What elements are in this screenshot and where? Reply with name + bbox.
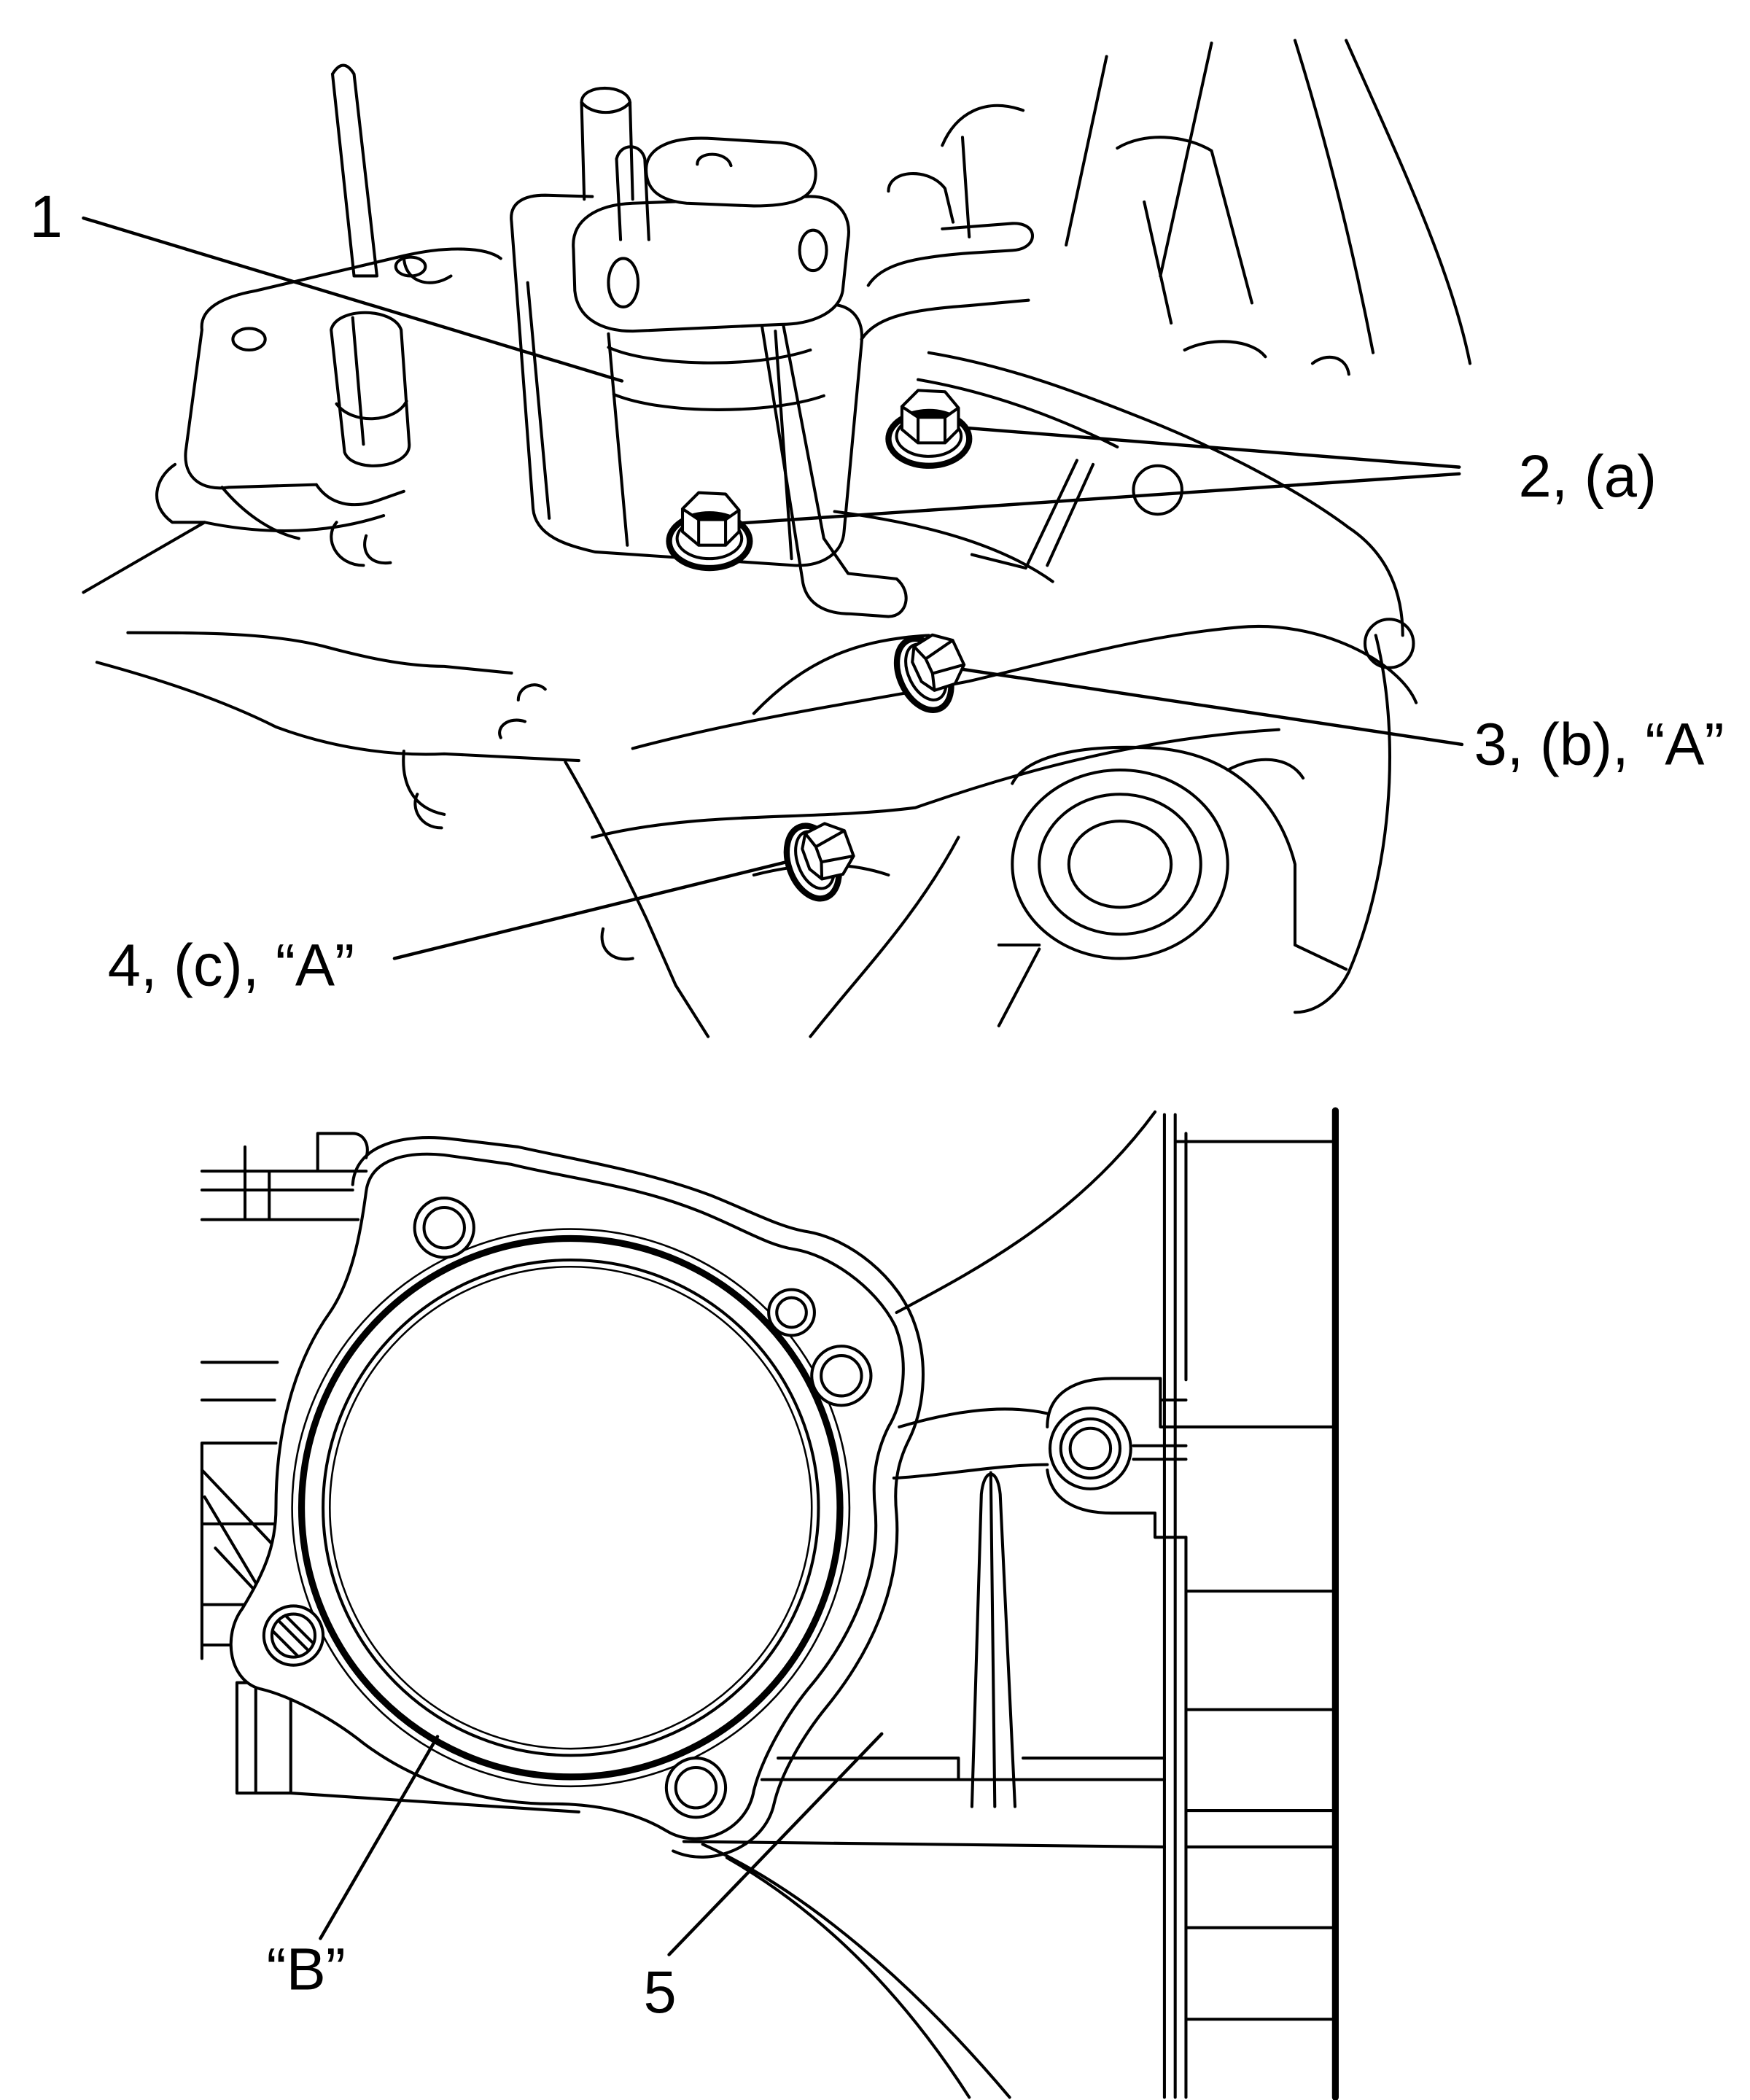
callout-1: 1 (30, 184, 63, 250)
left-manifold-lines (200, 1361, 279, 1660)
dipstick-tube (330, 63, 378, 278)
bolt-hole-bottom (664, 1757, 728, 1819)
lower-view (200, 1107, 1339, 2100)
leader-line-2-upper (933, 424, 1461, 469)
upper-view (82, 39, 1472, 1038)
bracket-hole (798, 228, 828, 273)
bolt-4 (783, 822, 855, 902)
gasket-b-outer-edge (291, 1228, 851, 1788)
leader-line-2-lower (712, 472, 1461, 527)
bolt-hole-top-right-small (767, 1288, 816, 1337)
top-cap (645, 136, 817, 208)
gasket-b (298, 1234, 844, 1781)
callout-3: 3, (b), “A” (1474, 712, 1724, 778)
flange-bore-inner (329, 1265, 813, 1750)
right-bent-pipe (860, 104, 1034, 341)
housing-ribs (1184, 1536, 1337, 2099)
bolt-hole-inner (422, 1205, 466, 1250)
vacuum-tube (615, 145, 650, 241)
callout-2: 2, (a) (1518, 443, 1657, 510)
bolt-hole-inner (270, 1612, 317, 1659)
flange-bore (322, 1258, 820, 1757)
housing-vertical-edges (1162, 1113, 1337, 2099)
housing-bolt-hole (394, 255, 427, 278)
lower-housing-lines (682, 1757, 1166, 2099)
lower-housing-edges (564, 760, 960, 1038)
top-tube (580, 87, 634, 201)
actuator-1-band (607, 346, 825, 411)
leader-line-b (319, 1735, 440, 1940)
tapered-rib (970, 1471, 1017, 1808)
bolt-hex-head (900, 389, 960, 445)
upper-leader-lines (82, 216, 1464, 960)
leader-line-4 (392, 852, 823, 960)
bolt-3 (893, 633, 966, 713)
leader-line-1 (82, 216, 624, 383)
round-boss-outer (1011, 768, 1229, 960)
housing-boss (1132, 464, 1183, 516)
callout-5: 5 (643, 1959, 676, 2026)
round-boss-housing (997, 634, 1391, 1027)
round-boss-bore (1067, 820, 1173, 909)
bolt-hex-head (911, 633, 966, 692)
side-boss-ring (1059, 1417, 1122, 1480)
lower-leader-lines (319, 1732, 884, 1956)
housing-contour (591, 625, 1418, 839)
upper-left-rail (200, 1132, 369, 1221)
screw-slot (271, 1614, 314, 1657)
left-housing-outline (184, 247, 502, 540)
bracket-hole (607, 257, 640, 308)
bolt-hole-inner (775, 1296, 808, 1329)
callout-labels: 1 2, (a) 3, (b), “A” 4, (c), “A” “B” 5 (30, 184, 1724, 2026)
flange-lip (351, 1136, 925, 1859)
bolt-hole-inner (674, 1765, 718, 1810)
side-boss-hole (1068, 1426, 1113, 1471)
actuator-1-body (510, 193, 864, 567)
leader-line-5 (667, 1732, 884, 1956)
bolt-hex-head (680, 491, 741, 547)
left-edge-lines (82, 462, 392, 594)
lower-left-housing (95, 631, 580, 830)
bolt-2-lower (666, 491, 753, 572)
bolt-2-upper (885, 389, 973, 469)
housing-arcs (892, 1110, 1157, 1480)
side-boss-channel (1046, 1377, 1337, 1539)
callout-b: “B” (267, 1937, 346, 2003)
left-sensor-body (330, 311, 411, 467)
bolt-hole-inner (820, 1354, 863, 1398)
bolt-hole-left-screw (262, 1604, 325, 1667)
housing-boss (1363, 618, 1415, 669)
callout-4: 4, (c), “A” (108, 932, 354, 998)
right-housing-outline (833, 351, 1404, 637)
actuator-rod (760, 324, 908, 618)
leader-line-3 (933, 663, 1464, 747)
housing-bolt-hole (231, 327, 267, 352)
flange-5-outline (229, 1152, 905, 1840)
upper-right-structure (960, 39, 1472, 376)
round-boss-ring (1038, 793, 1202, 936)
actuator-bracket (572, 195, 850, 333)
bolt-hole-right (810, 1345, 873, 1407)
bolt-hole-top-left (413, 1197, 475, 1259)
bolt-hex-head (801, 822, 855, 881)
